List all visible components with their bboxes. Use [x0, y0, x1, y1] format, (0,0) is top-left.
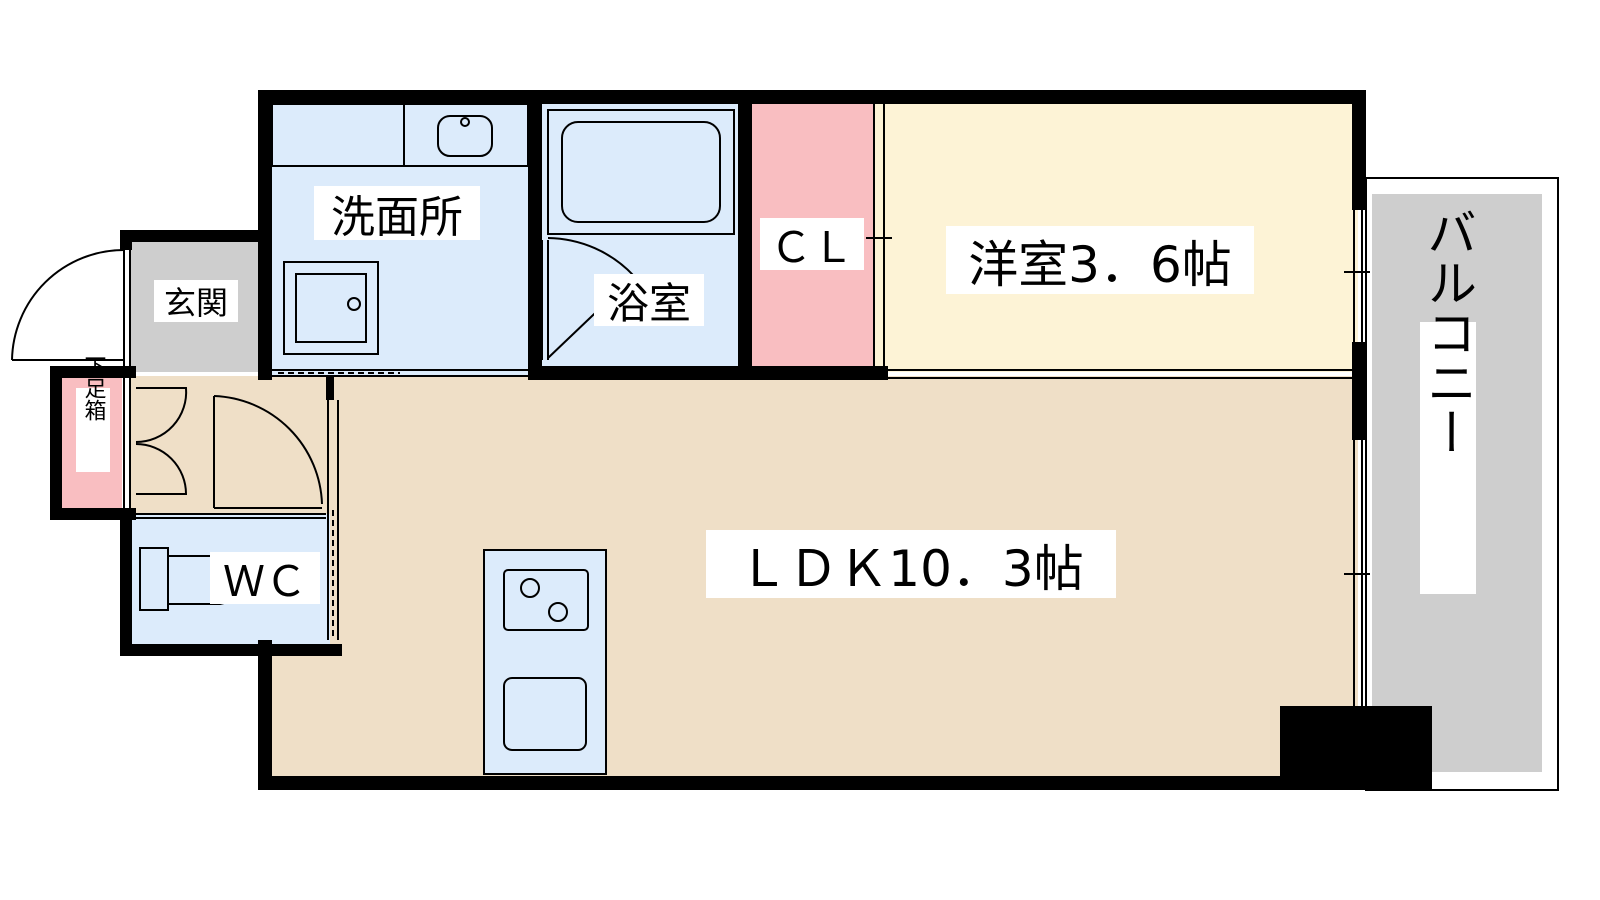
label-bath-text: 浴室	[607, 279, 691, 328]
balcony-area	[1365, 177, 1559, 791]
label-closet-text: ＣＬ	[770, 223, 854, 272]
label-closet: ＣＬ	[760, 218, 864, 272]
closet-door	[866, 104, 892, 366]
burner-icon	[548, 602, 568, 622]
label-western: 洋室3．6帖	[946, 226, 1254, 294]
label-ldk-text: ＬＤＫ10．3帖	[738, 540, 1083, 598]
western-partition	[888, 369, 1352, 379]
sink-icon	[437, 115, 493, 157]
burner-icon	[520, 578, 540, 598]
label-wash-text: 洗面所	[331, 192, 463, 243]
label-western-text: 洋室3．6帖	[968, 236, 1232, 294]
vanity-counter	[271, 103, 529, 167]
label-bath: 浴室	[594, 274, 704, 328]
label-wash: 洗面所	[314, 186, 480, 243]
hall-wc-partition	[327, 400, 339, 640]
hall-floor	[130, 376, 330, 514]
label-wc-text: ＷＣ	[223, 557, 307, 606]
walls	[50, 90, 1432, 790]
sink-icon	[503, 677, 587, 751]
label-entrance: 玄関	[154, 280, 238, 322]
label-balcony-text: バルコニー	[1419, 207, 1477, 457]
kitchen-counter	[483, 549, 607, 775]
label-wc: ＷＣ	[210, 552, 320, 606]
label-ldk: ＬＤＫ10．3帖	[706, 530, 1116, 598]
label-balcony: バルコニー	[1419, 207, 1477, 594]
label-shoebox: 下足箱	[76, 355, 110, 472]
label-entrance-text: 玄関	[164, 284, 228, 322]
entrance-door-swing	[11, 249, 131, 366]
bath-floor	[542, 100, 744, 372]
stove-icon	[503, 569, 589, 631]
wc-door-swing	[132, 395, 326, 519]
washing-machine-icon	[283, 261, 379, 355]
sliding-door-wash	[272, 369, 528, 377]
shoebox-doors	[123, 378, 188, 508]
bathtub-icon	[547, 109, 735, 235]
window-western	[1344, 210, 1370, 342]
label-shoebox-text: 下足箱	[81, 355, 107, 421]
window-ldk	[1344, 440, 1370, 706]
